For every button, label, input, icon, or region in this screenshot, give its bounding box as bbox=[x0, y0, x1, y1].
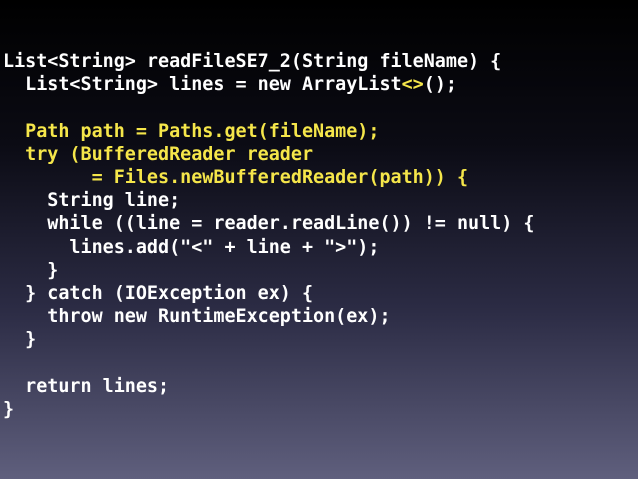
diamond-operator-highlight: <> bbox=[401, 74, 424, 96]
code-line-catch: } catch (IOException ex) { bbox=[3, 282, 314, 304]
code-line-lines-declaration-part2: (); bbox=[423, 74, 457, 96]
code-line-lines-add: lines.add("<" + line + ">"); bbox=[3, 236, 380, 258]
code-line-blank bbox=[3, 96, 534, 119]
code-line-throw: throw new RuntimeException(ex); bbox=[3, 306, 391, 328]
code-line-while-loop: while ((line = reader.readLine()) != nul… bbox=[3, 213, 535, 235]
code-line-close-while: } bbox=[3, 259, 59, 281]
code-line-close-catch: } bbox=[3, 329, 37, 351]
code-line-method-signature: List<String> readFileSE7_2(String fileNa… bbox=[3, 51, 502, 72]
code-block: List<String> readFileSE7_2(String fileNa… bbox=[3, 50, 534, 421]
code-line-string-line: String line; bbox=[3, 190, 181, 212]
code-line-blank-2 bbox=[3, 351, 534, 374]
code-line-close-method: } bbox=[3, 398, 15, 420]
code-line-lines-declaration: List<String> lines = new ArrayList<>(); bbox=[3, 73, 534, 96]
code-line-reader-highlight: = Files.newBufferedReader(path)) { bbox=[3, 166, 469, 188]
code-line-path-highlight: Path path = Paths.get(fileName); bbox=[3, 120, 380, 142]
code-line-try-highlight: try (BufferedReader reader bbox=[3, 143, 314, 165]
code-line-return: return lines; bbox=[3, 375, 170, 397]
code-line-lines-declaration-part1: List<String> lines = new ArrayList bbox=[3, 74, 402, 96]
